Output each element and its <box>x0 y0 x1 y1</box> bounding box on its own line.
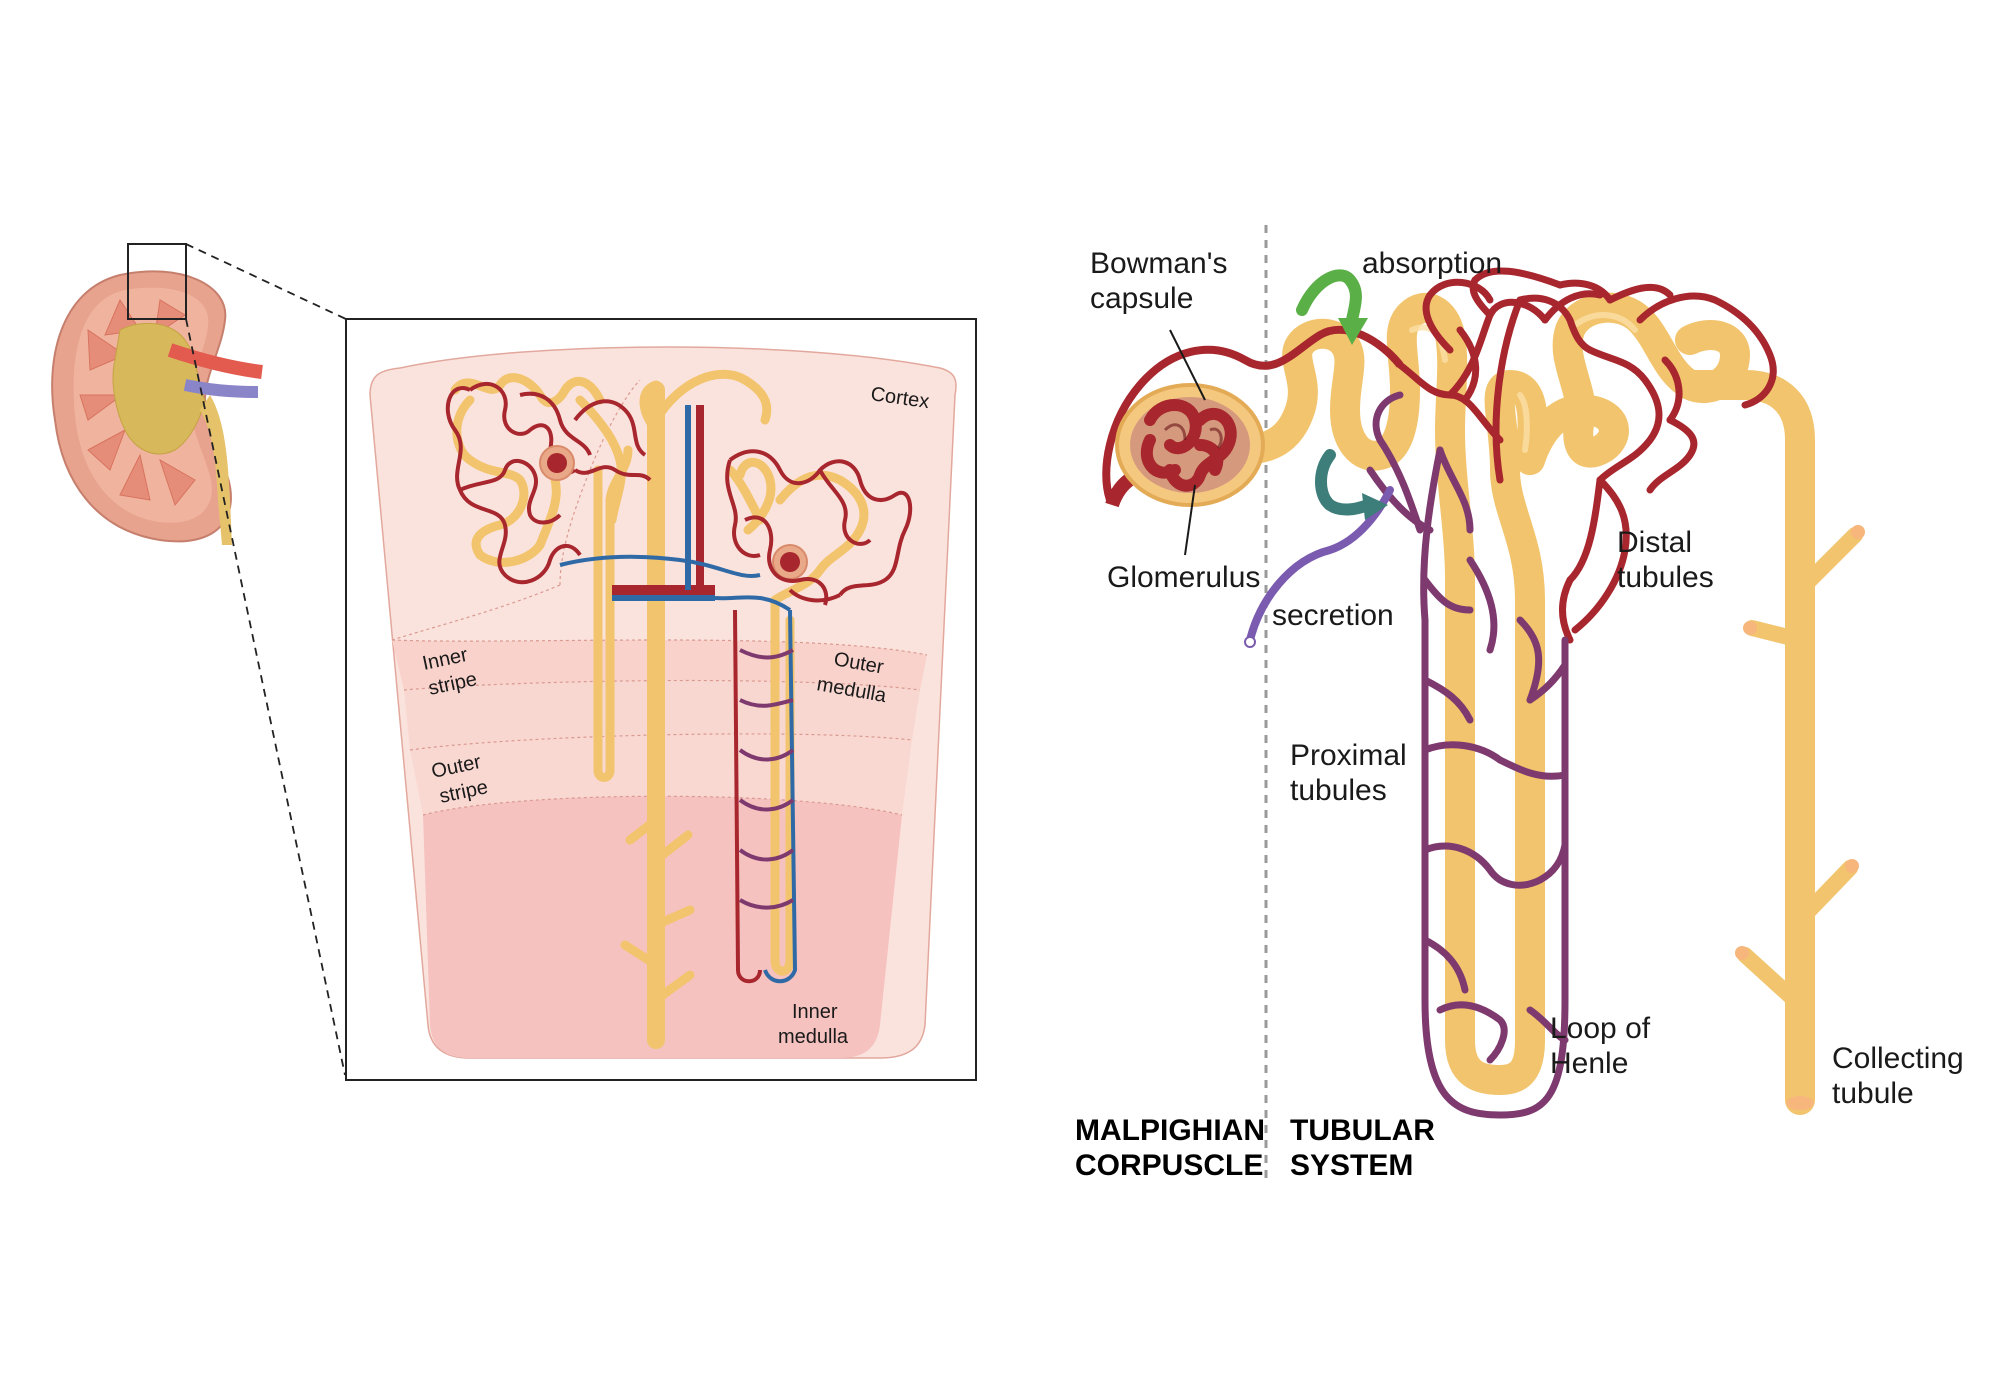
absorption-arrow <box>1296 269 1362 326</box>
proximal-tubules-label-1: Proximal <box>1290 739 1407 772</box>
tubular-label-1: TUBULAR <box>1290 1114 1435 1147</box>
loop-of-henle-label-2: Henle <box>1550 1047 1628 1080</box>
absorption-label: absorption <box>1362 247 1502 280</box>
zoom-box <box>127 243 187 320</box>
collecting-tubule-label-1: Collecting <box>1832 1042 1964 1075</box>
proximal-tubules-label-2: tubules <box>1290 774 1387 807</box>
bowmans-capsule-label-1: Bowman's <box>1090 247 1227 280</box>
malpighian-label-1: MALPIGHIAN <box>1075 1114 1265 1147</box>
inset-panel: Cortex Inner stripe Outer stripe Outer m… <box>345 318 977 1081</box>
inner-medulla-label-1: Inner <box>792 1001 838 1023</box>
collecting-tubule <box>1675 370 1863 1115</box>
malpighian-label-2: CORPUSCLE <box>1075 1149 1263 1182</box>
glomerulus-label: Glomerulus <box>1107 561 1260 594</box>
inner-medulla-label-2: medulla <box>778 1026 849 1048</box>
tubular-label-2: SYSTEM <box>1290 1149 1413 1182</box>
secretion-arrow <box>1315 449 1374 516</box>
glomerulus <box>1140 399 1237 492</box>
collecting-tubule-label-2: tubule <box>1832 1077 1914 1110</box>
distal-tubules-label-1: Distal <box>1617 526 1692 559</box>
bowmans-capsule-label-2: capsule <box>1090 282 1193 315</box>
nephron-diagram: Bowman's capsule Glomerulus absorption s… <box>1075 225 1964 1185</box>
distal-tubules-label-2: tubules <box>1617 561 1714 594</box>
secretion-label: secretion <box>1272 599 1394 632</box>
loop-of-henle-label-1: Loop of <box>1550 1012 1651 1045</box>
kidney-illustration <box>51 243 263 545</box>
